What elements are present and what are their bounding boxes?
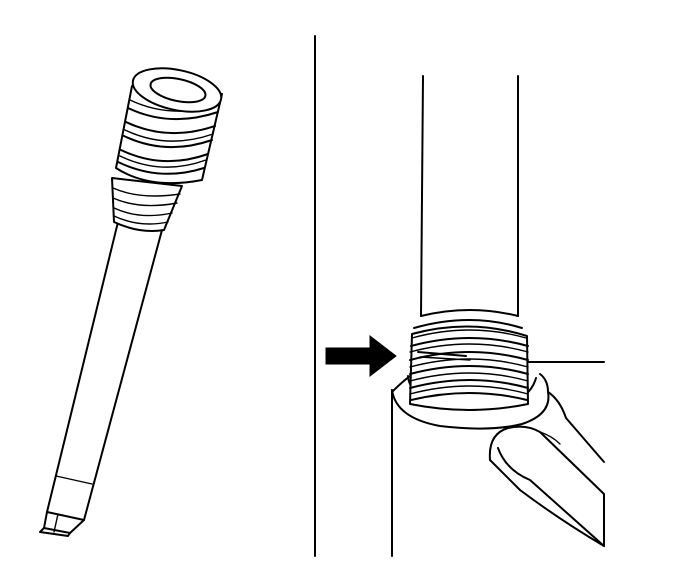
housing-body	[391, 371, 605, 557]
shaft-upper	[420, 75, 519, 317]
tool-lower-threads	[111, 177, 183, 232]
right-panel-shaft	[391, 75, 605, 557]
left-panel-tool	[39, 67, 223, 537]
indicator-arrow	[325, 334, 397, 378]
tool-tip	[39, 511, 85, 537]
side-fitting	[488, 425, 605, 547]
tool-shank	[46, 221, 163, 521]
tool-threaded-head	[115, 67, 223, 185]
shaft-threads	[409, 319, 529, 411]
